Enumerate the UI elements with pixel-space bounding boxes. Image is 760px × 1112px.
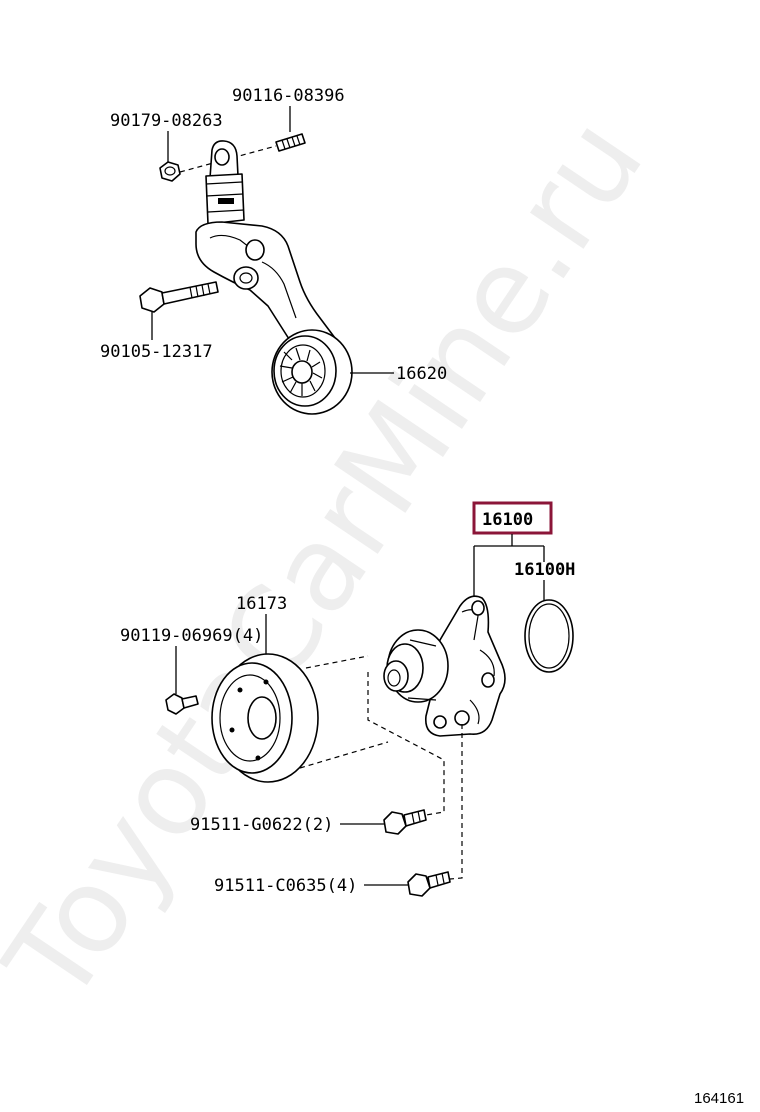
water-pump-body-drawing: [383, 595, 506, 737]
tensioner-nut-label: 90179-08263: [110, 111, 223, 131]
pulley-bolt-label: 90119-06969(4): [120, 626, 263, 646]
tensioner-bolt-label: 90105-12317: [100, 342, 213, 362]
pump-bolt-a-part-no: 91511-G0622: [190, 815, 303, 835]
tensioner-assy-label: 16620: [396, 364, 447, 384]
pump-bolt-a-drawing: [383, 809, 427, 835]
tensioner-pulley-drawing: [271, 329, 353, 415]
pulley-to-pump-dash: [299, 655, 389, 769]
stud-bolt-label: 90116-08396: [232, 86, 345, 106]
stud-bolt-drawing: [275, 133, 306, 152]
pump-bolt-b-drawing: [407, 871, 451, 897]
tensioner-body-drawing: [195, 140, 339, 351]
tensioner-bolt-drawing: [139, 281, 219, 313]
pulley-label: 16173: [236, 594, 287, 614]
water-pump-assy-bracket: [473, 534, 545, 600]
pump-bolt-dash-b: [449, 724, 463, 880]
pulley-drawing: [211, 653, 319, 783]
pulley-bolt-qty: (4): [233, 626, 264, 646]
water-pump-assy-label[interactable]: 16100: [482, 510, 533, 530]
pump-bolt-b-label: 91511-C0635(4): [214, 876, 357, 896]
pump-bolt-dash-a: [367, 672, 445, 816]
water-pump-group: 16100 16100H: [120, 501, 575, 897]
pump-bolt-b-part-no: 91511-C0635: [214, 876, 327, 896]
tensioner-group: 90116-08396 90179-08263 90105-12317 1662…: [100, 86, 447, 415]
water-pump-gasket-label: 16100H: [514, 560, 575, 580]
pump-bolt-a-label: 91511-G0622(2): [190, 815, 333, 835]
tensioner-nut-drawing: [159, 161, 181, 182]
pump-bolt-b-qty: (4): [327, 876, 358, 896]
pulley-bolt-drawing: [165, 693, 199, 715]
water-pump-assy-highlight[interactable]: [472, 501, 553, 535]
pump-bolt-a-qty: (2): [303, 815, 334, 835]
pulley-bolt-part-no: 90119-06969: [120, 626, 233, 646]
water-pump-gasket-drawing: [524, 599, 574, 673]
diagram-ref-number: 164161: [694, 1090, 744, 1107]
